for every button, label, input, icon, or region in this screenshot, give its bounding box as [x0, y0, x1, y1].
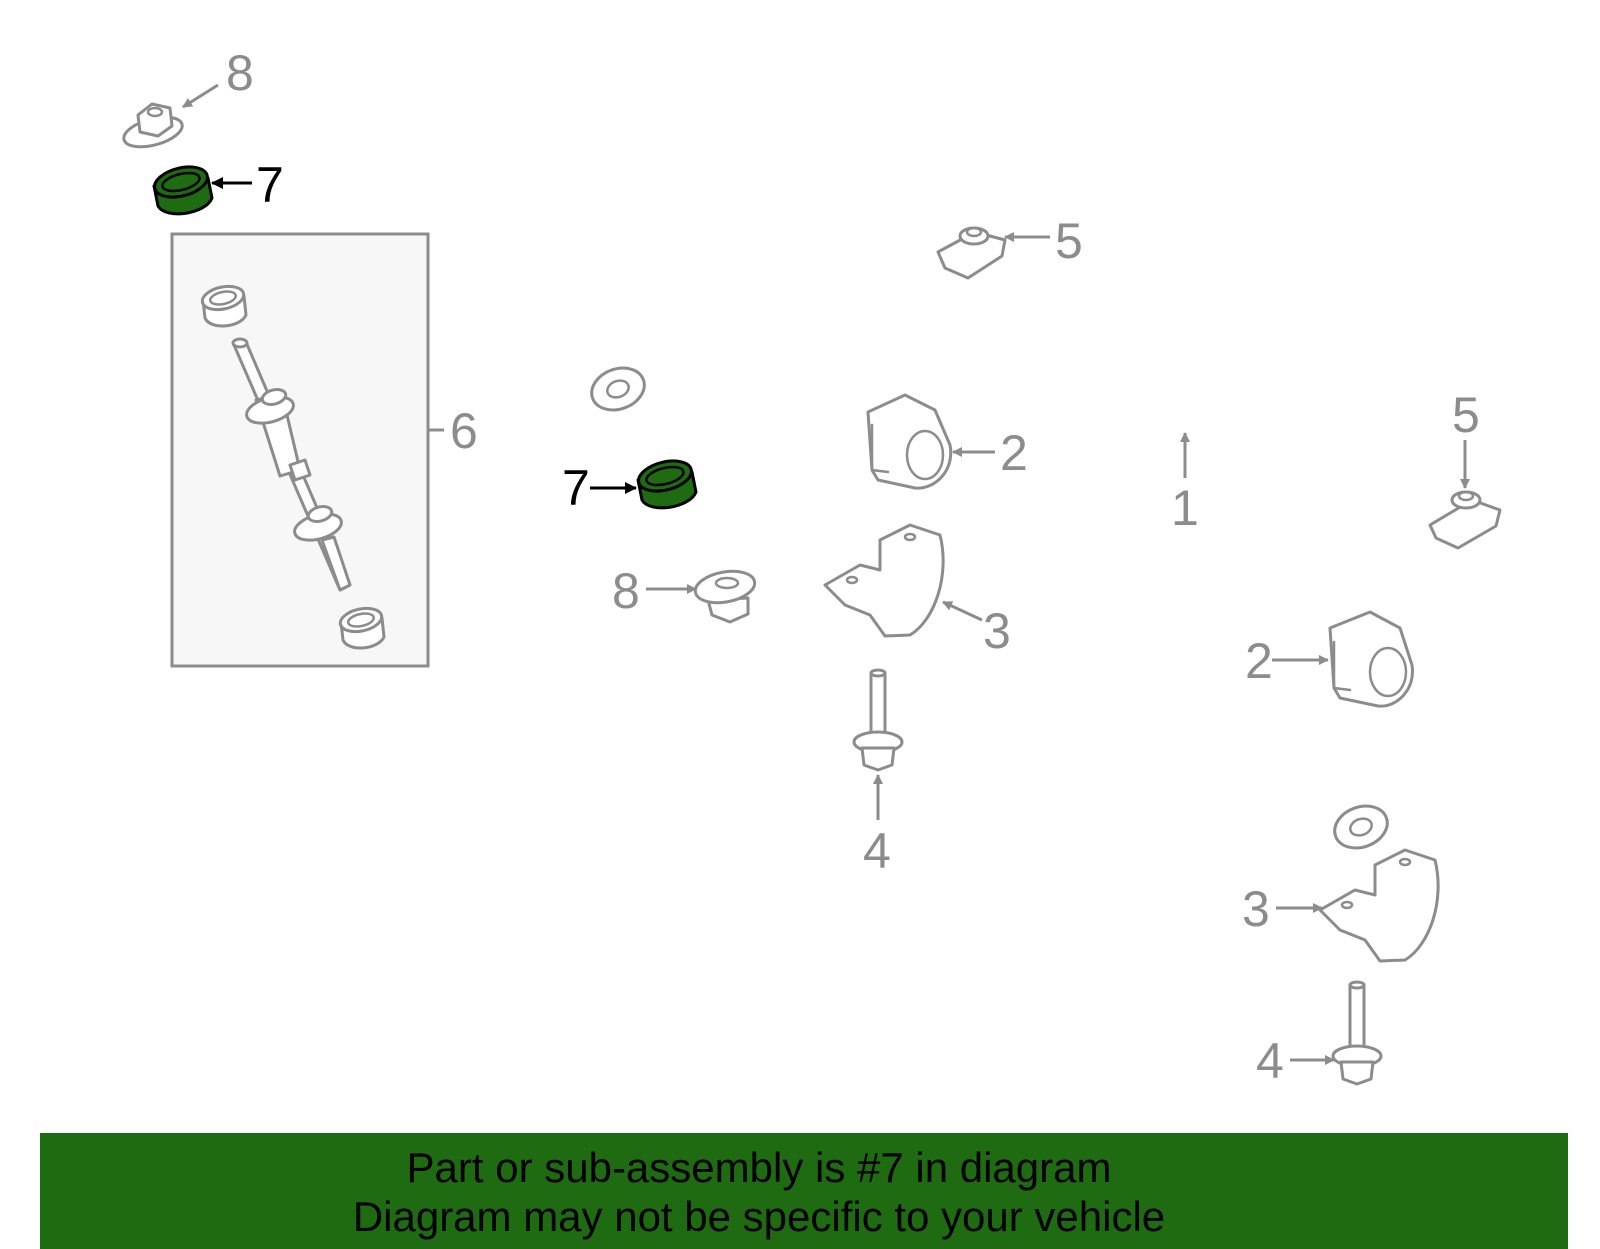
- callout-3-center: 3: [983, 603, 1011, 659]
- bushing-highlight-top: [152, 165, 214, 216]
- clip-nut-right: [1428, 490, 1502, 550]
- callout-5-right: 5: [1452, 387, 1480, 443]
- callout-2-right: 2: [1245, 633, 1273, 689]
- bolt-center: [852, 668, 904, 772]
- bolt-right: [1331, 980, 1383, 1086]
- nut-center: [693, 569, 757, 624]
- stabilizer-bar: [590, 281, 1511, 850]
- callout-7-top: 7: [256, 157, 284, 213]
- insulator-center: [866, 393, 953, 490]
- callout-5-top: 5: [1055, 213, 1083, 269]
- info-banner: Part or sub-assembly is #7 in diagram Di…: [40, 1133, 1568, 1249]
- callout-2-center: 2: [1000, 425, 1028, 481]
- insulator-right: [1328, 610, 1414, 708]
- nut-top-left: [122, 102, 184, 149]
- callout-3-right: 3: [1242, 881, 1270, 937]
- callout-6: 6: [450, 403, 478, 459]
- callout-1: 1: [1171, 480, 1199, 536]
- banner-line-1: Part or sub-assembly is #7 in diagram: [406, 1144, 1112, 1191]
- callout-7-center: 7: [562, 460, 590, 516]
- bracket-center: [823, 523, 945, 638]
- stabilizer-link-kit: [170, 232, 444, 668]
- bushing-highlight-center: [636, 459, 698, 510]
- bracket-right: [1318, 848, 1440, 963]
- callout-4-right: 4: [1256, 1033, 1284, 1089]
- banner-line-2: Diagram may not be specific to your vehi…: [352, 1193, 1166, 1240]
- clip-nut-top: [936, 226, 1007, 280]
- callout-4-center: 4: [863, 823, 891, 879]
- callout-8-center: 8: [612, 563, 640, 619]
- callout-8-top: 8: [226, 45, 254, 101]
- leader-lines: [182, 83, 1470, 1065]
